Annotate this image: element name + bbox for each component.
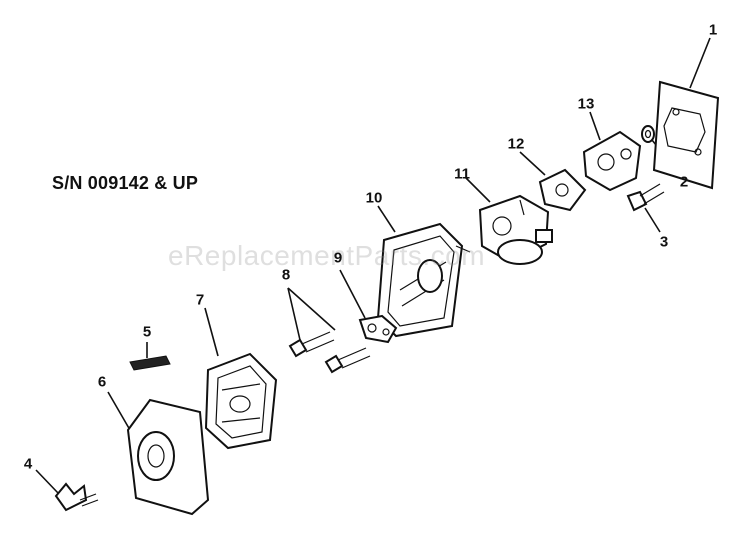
part-label-5: 5 xyxy=(142,323,152,341)
leader-4 xyxy=(35,469,59,494)
part-label-7: 7 xyxy=(195,291,205,309)
leader-7 xyxy=(204,307,219,357)
part-label-12: 12 xyxy=(507,135,525,153)
watermark-text: eReplacementParts.com xyxy=(168,240,486,271)
part-gasket-12 xyxy=(538,168,587,212)
part-label-10: 10 xyxy=(365,189,383,207)
part-label-13: 13 xyxy=(577,95,595,113)
part-label-2: 2 xyxy=(679,173,689,191)
part-label-4: 4 xyxy=(23,455,33,473)
leader-9 xyxy=(339,269,366,319)
leader-lines xyxy=(35,37,711,494)
part-label-1: 1 xyxy=(708,21,718,39)
leader-12 xyxy=(519,151,546,176)
part-label-8: 8 xyxy=(281,266,291,284)
part-label-11: 11 xyxy=(454,165,470,183)
part-washer-2 xyxy=(641,125,655,143)
part-cover-6 xyxy=(126,398,210,516)
leader-8a xyxy=(287,287,301,341)
leader-8b xyxy=(287,287,336,331)
leader-3 xyxy=(644,207,661,233)
part-bracket-9 xyxy=(358,314,398,344)
leader-10 xyxy=(377,205,396,233)
leader-1 xyxy=(689,37,711,89)
part-label-5 xyxy=(129,355,171,371)
leader-13 xyxy=(589,111,601,141)
part-filter-7 xyxy=(204,352,278,450)
part-gasket-1 xyxy=(652,80,720,190)
leader-11 xyxy=(465,177,491,203)
part-adapter-13 xyxy=(582,130,642,192)
serial-number-note: S/N 009142 & UP xyxy=(52,173,199,193)
part-label-6: 6 xyxy=(97,373,107,391)
leader-6 xyxy=(107,391,131,431)
part-label-9: 9 xyxy=(333,249,343,267)
part-carburetor-11 xyxy=(478,194,553,265)
part-wingnut-4 xyxy=(54,482,99,512)
part-bolts-8 xyxy=(288,331,371,374)
part-screw-3 xyxy=(626,183,665,212)
part-label-3: 3 xyxy=(659,233,669,251)
